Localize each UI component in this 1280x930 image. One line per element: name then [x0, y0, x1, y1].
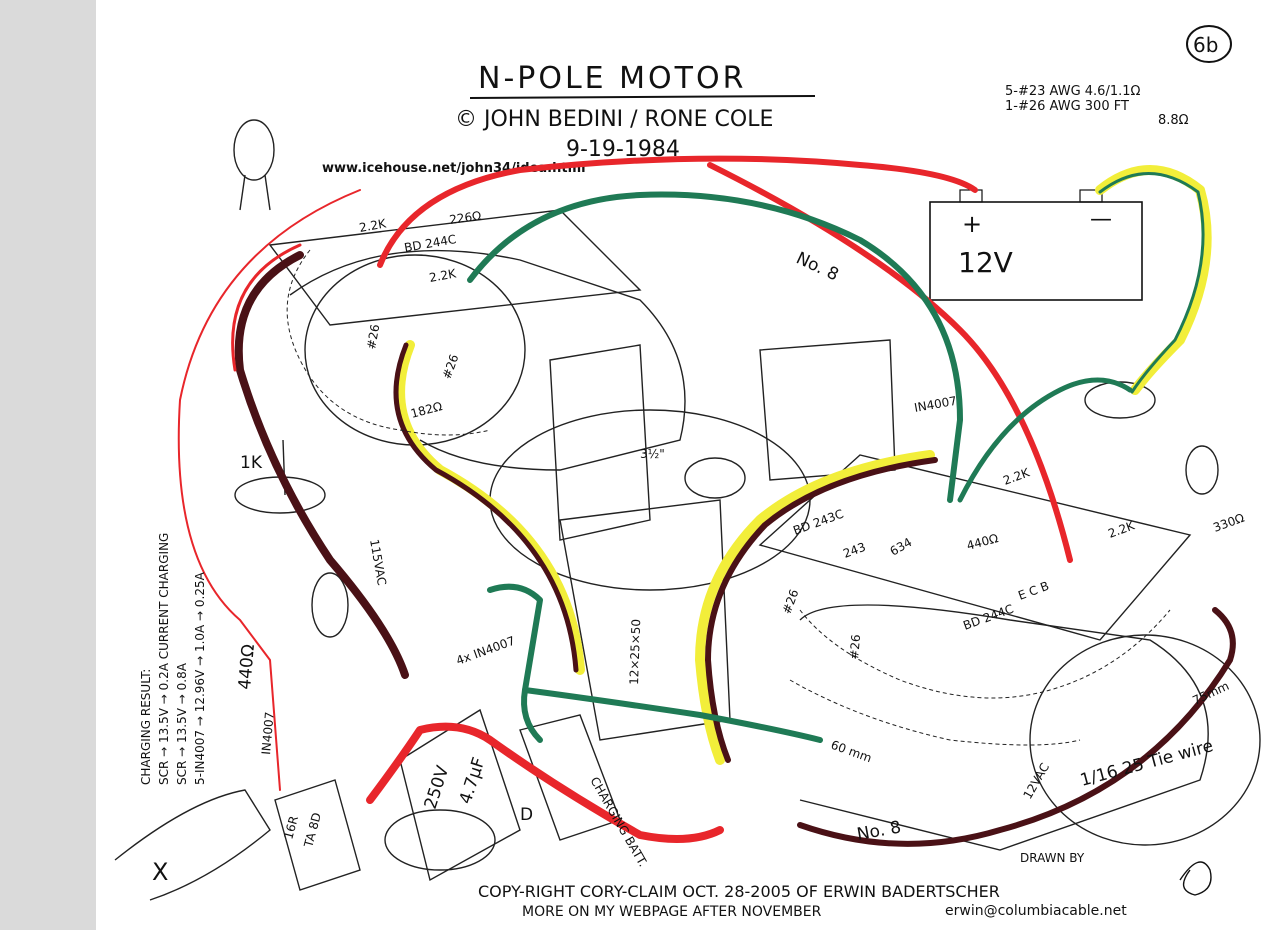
label-in4007-left: IN4007	[259, 711, 277, 755]
twisted-wires	[286, 249, 1171, 746]
page-number-circle	[1186, 25, 1232, 63]
wires	[177, 155, 1236, 847]
wire-maroon-center	[705, 457, 938, 763]
label-num26-left: #26	[364, 323, 382, 350]
wire-maroon-left	[234, 251, 409, 679]
signature-mark	[1179, 861, 1212, 896]
label-r22k-top-mid: 2.2K	[428, 266, 458, 285]
page-number: 6b	[1193, 33, 1218, 57]
footer-line1: COPY-RIGHT CORY-CLAIM OCT. 28-2005 OF ER…	[478, 882, 1000, 901]
wire-red-inner-left	[231, 243, 302, 372]
paper-left-shadow	[0, 0, 96, 930]
wire-red-top	[377, 155, 978, 268]
charging-result-line4: 5-IN4007 → 12.96V → 1.0A → 0.25A	[193, 571, 207, 785]
title-line2: © JOHN BEDINI / RONE COLE	[455, 107, 773, 132]
charging-result-line1: CHARGING RESULT:	[139, 669, 153, 785]
label-scr-16r: 16R	[281, 814, 301, 840]
wire-spec-line1: 5-#23 AWG 4.6/1.1Ω	[1005, 84, 1140, 99]
footer-email: erwin@columbiacable.net	[945, 903, 1127, 919]
paper-sheet	[96, 0, 1280, 930]
wire-green-short	[521, 687, 543, 743]
charging-result-line3: SCR → 13.5V → 0.8A	[175, 662, 189, 785]
wire-spec-line3: 8.8Ω	[1158, 113, 1189, 128]
wire-red-bottom	[366, 722, 724, 843]
charging-result: CHARGING RESULT: SCR → 13.5V → 0.2A CURR…	[139, 533, 207, 785]
label-r226: 226Ω	[448, 209, 482, 227]
battery-plus: +	[962, 210, 982, 238]
label-r440-left: 440Ω	[235, 643, 259, 690]
charging-result-line2: SCR → 13.5V → 0.2A CURRENT CHARGING	[157, 533, 171, 785]
battery-minus: —	[1090, 207, 1112, 232]
title-line1: N-POLE MOTOR	[478, 61, 746, 96]
wire-yellow-center	[695, 450, 935, 765]
label-d-mark: D	[520, 805, 533, 825]
wire-maroon-left2	[393, 342, 579, 673]
label-dim-3half: 3½"	[640, 447, 665, 461]
label-dim-12x25x50: 12×25×50	[627, 619, 643, 685]
wire-green-top	[467, 191, 963, 503]
wire-yellow-right	[1095, 165, 1212, 395]
label-x-mark: X	[152, 858, 168, 886]
wire-spec-line2: 1-#26 AWG 300 FT	[1005, 99, 1129, 114]
label-num26-right2: #26	[847, 634, 863, 660]
wire-green-right	[1098, 172, 1205, 394]
title-underline	[469, 95, 816, 99]
wire-maroon-bottom	[797, 607, 1236, 847]
label-r22k-top-left: 2.2K	[358, 216, 388, 235]
wire-green-bridge	[487, 583, 823, 743]
label-drawn-by: DRAWN BY	[1020, 851, 1085, 865]
footer-line2: MORE ON MY WEBPAGE AFTER NOVEMBER	[522, 904, 822, 920]
wire-thin-red	[177, 189, 361, 791]
wire-green-right2	[957, 377, 1133, 503]
battery-voltage: 12V	[958, 246, 1013, 279]
label-pot-1k: 1K	[240, 453, 263, 473]
battery-12v: + — 12V	[929, 189, 1143, 301]
